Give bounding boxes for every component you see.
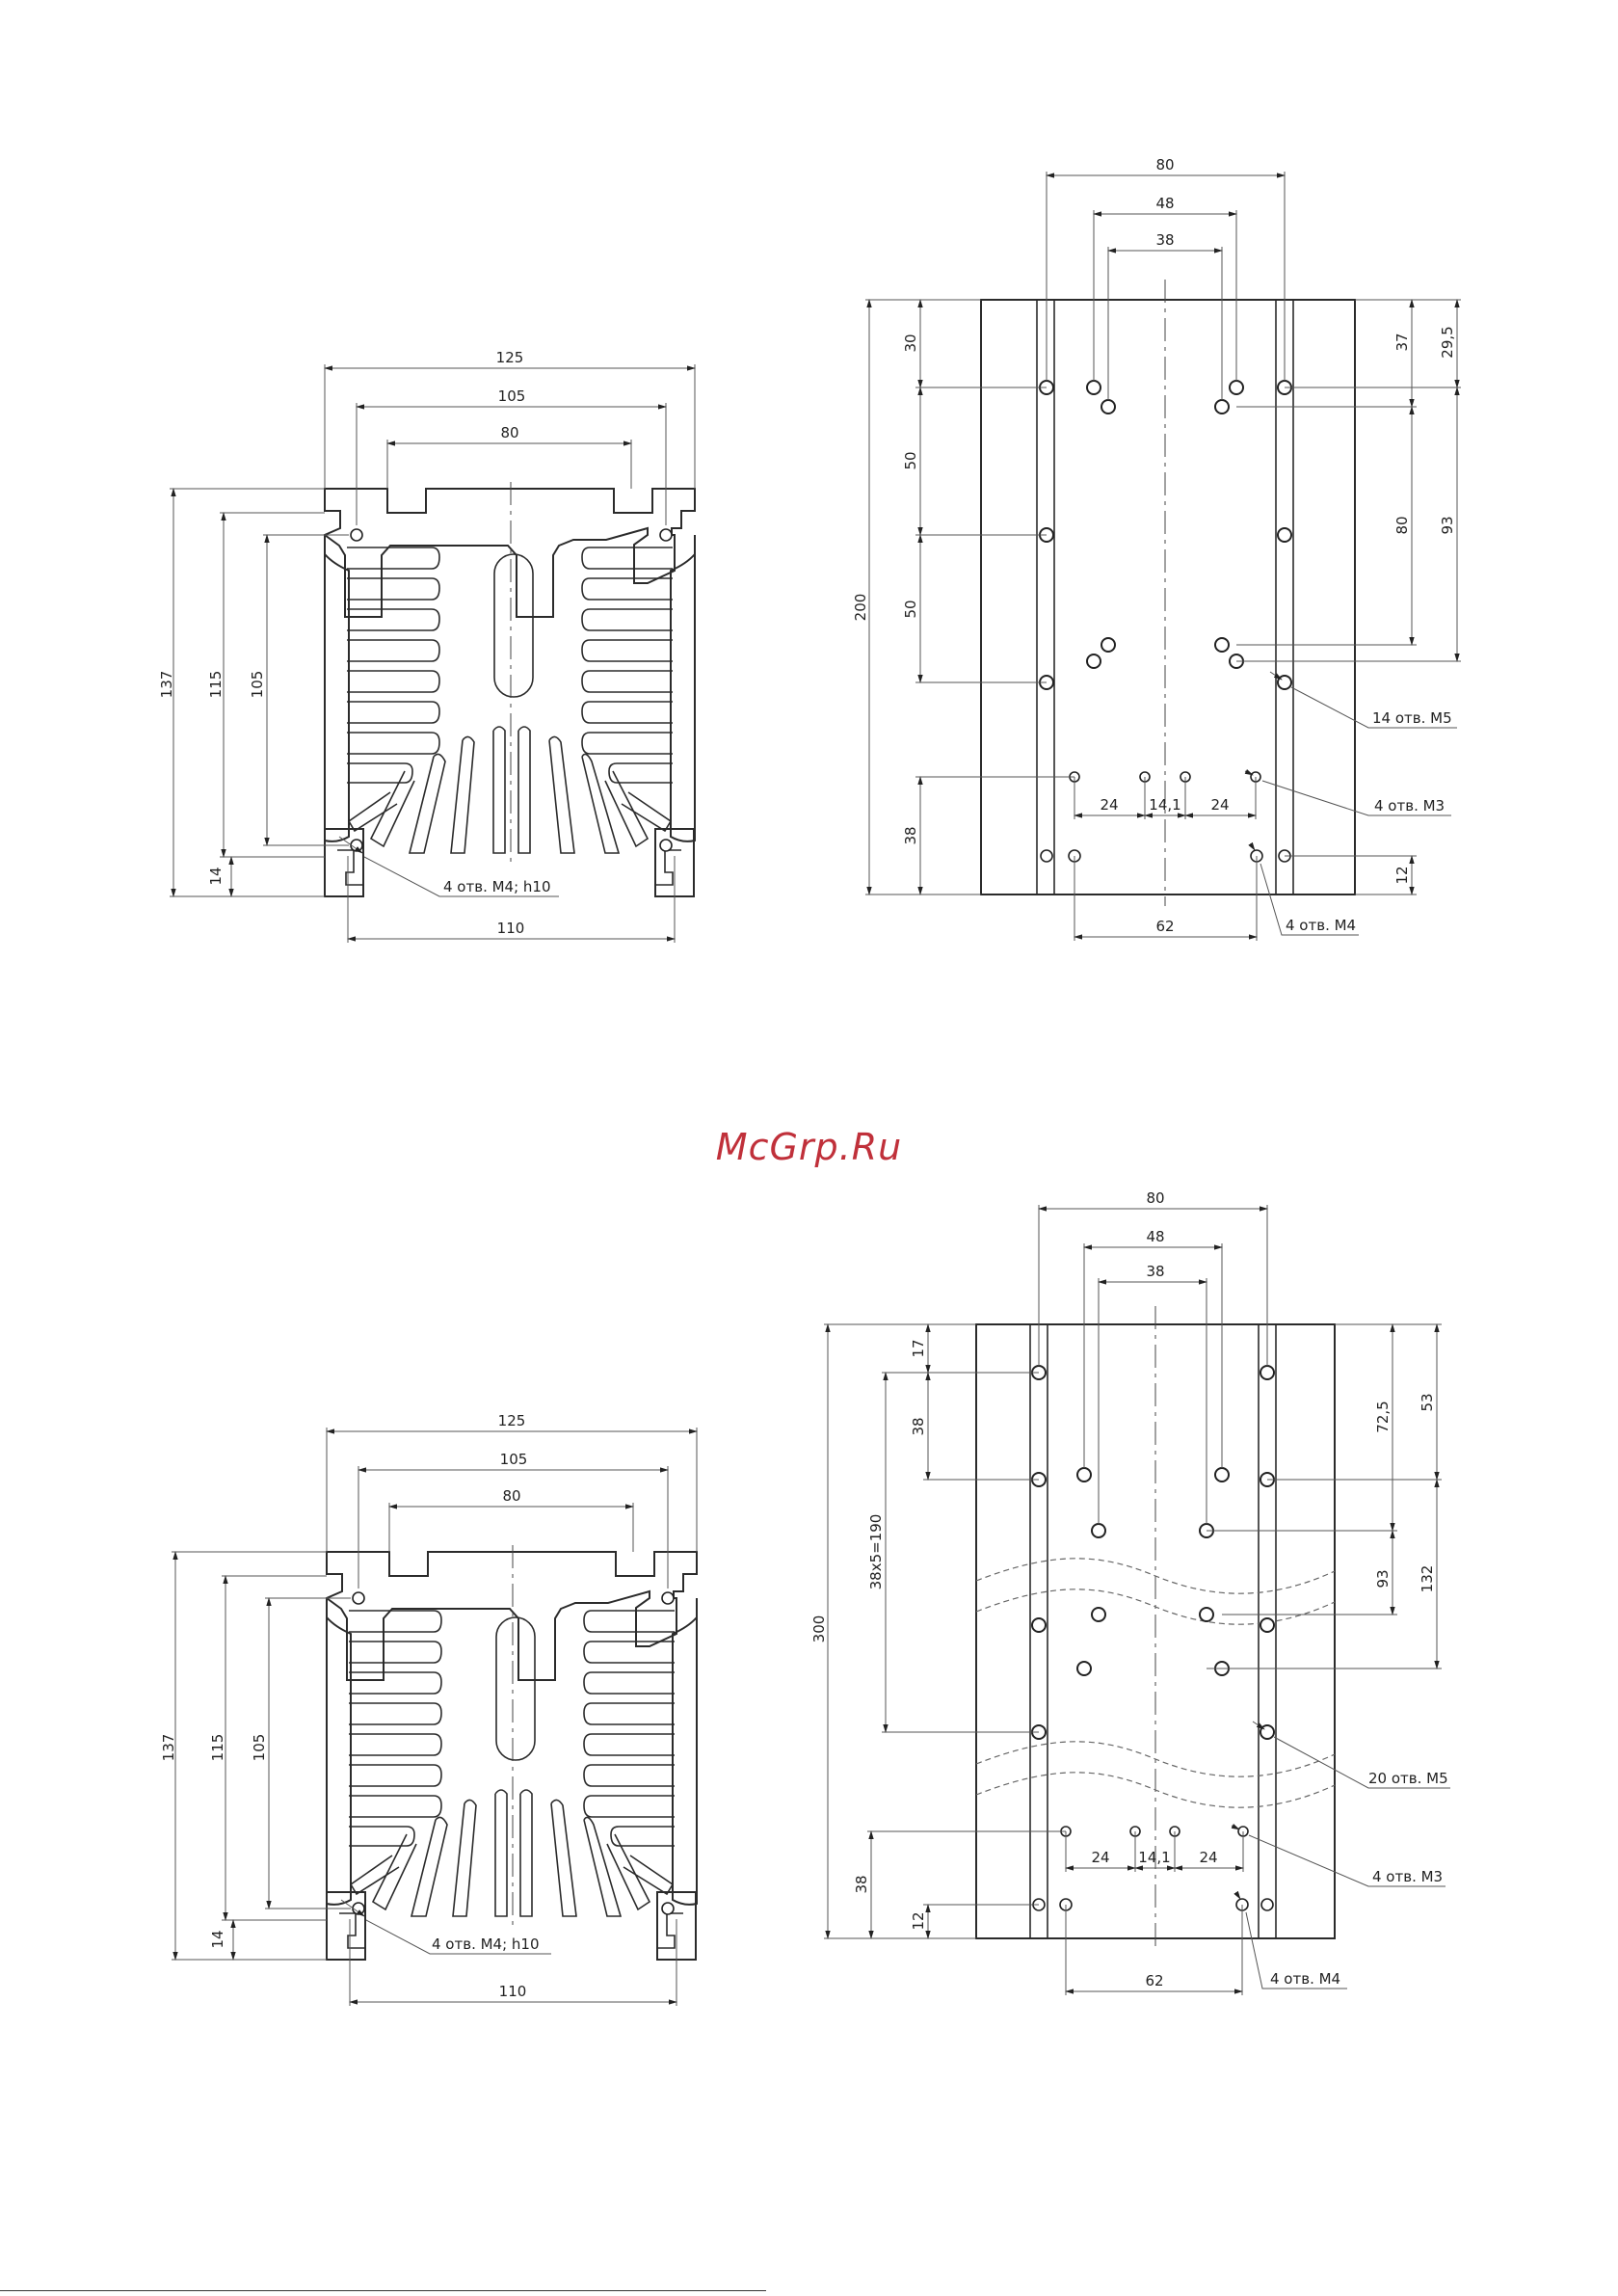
- m4-label: 4 отв. М4: [1286, 917, 1356, 934]
- dim-24: 24: [1100, 796, 1118, 814]
- dim-110: 110: [499, 1983, 527, 2000]
- m4-h10-label: 4 отв. М4; h10: [443, 878, 551, 895]
- dim-93: 93: [1439, 516, 1456, 534]
- m4-hole: [660, 840, 672, 851]
- dim-80: 80: [1155, 156, 1174, 174]
- dim-80: 80: [1146, 1189, 1164, 1207]
- m3-label: 4 отв. М3: [1372, 1868, 1443, 1885]
- dim-14: 14: [207, 867, 225, 885]
- plan-view-2: 80 48 38 300 17 38 38x5=190 38 12: [810, 1189, 1450, 1995]
- dim-29-5: 29,5: [1439, 326, 1456, 358]
- dim-38x5-190: 38x5=190: [867, 1514, 885, 1590]
- dim-12: 12: [910, 1911, 927, 1930]
- dim-80-v: 80: [1393, 516, 1411, 534]
- top-hole: [351, 529, 362, 541]
- dim-137: 137: [160, 1734, 177, 1762]
- dim-105-v: 105: [249, 671, 266, 699]
- heatsink-profile-outline: [327, 1552, 697, 1680]
- dim-50: 50: [902, 600, 919, 618]
- dim-105-v: 105: [251, 1734, 268, 1762]
- dim-24: 24: [1199, 1849, 1217, 1866]
- right-fins: [582, 547, 673, 783]
- dim-30: 30: [902, 334, 919, 352]
- dim-38: 38: [902, 826, 919, 844]
- dim-14-1: 14,1: [1149, 796, 1180, 814]
- dim-200: 200: [852, 594, 869, 622]
- m5-label: 20 отв. М5: [1368, 1770, 1448, 1787]
- plan-view-1: 80 48 38 200 30 50 50 38: [852, 156, 1461, 941]
- dim-62: 62: [1155, 918, 1174, 935]
- left-fins: [347, 547, 439, 783]
- dim-24: 24: [1210, 796, 1229, 814]
- dim-137: 137: [158, 671, 175, 699]
- m5-holes: [1032, 1366, 1274, 1739]
- dim-93: 93: [1374, 1569, 1392, 1588]
- dim-38: 38: [853, 1875, 870, 1893]
- dim-132: 132: [1419, 1565, 1436, 1593]
- dim-50: 50: [902, 451, 919, 469]
- dim-105: 105: [498, 387, 526, 405]
- m3-label: 4 отв. М3: [1374, 797, 1445, 814]
- dim-37: 37: [1393, 333, 1411, 351]
- center-slot: [494, 554, 533, 697]
- dim-115: 115: [209, 1734, 226, 1762]
- dim-38: 38: [1146, 1263, 1164, 1280]
- dim-48: 48: [1146, 1228, 1164, 1245]
- dim-72-5: 72,5: [1374, 1401, 1392, 1432]
- dim-80: 80: [502, 1487, 520, 1505]
- dim-14-1: 14,1: [1138, 1849, 1170, 1866]
- profile-view-1: 125 105 80 137 115 105 14 110 4 отв. М4;…: [158, 349, 695, 943]
- dim-125: 125: [498, 1412, 526, 1429]
- bottom-fins: [349, 727, 671, 853]
- m5-label: 14 отв. М5: [1372, 709, 1452, 727]
- dim-62: 62: [1145, 1972, 1163, 1989]
- profile-view-2: 125 105 80 137 115 105 14 110 4 отв. М4;…: [160, 1412, 697, 2006]
- heatsink-profile-outline: [325, 489, 695, 617]
- dim-38: 38: [910, 1417, 927, 1435]
- m4-label: 4 отв. М4: [1270, 1970, 1340, 1988]
- dim-115: 115: [207, 671, 225, 699]
- dim-125: 125: [496, 349, 524, 366]
- dim-14: 14: [209, 1930, 226, 1948]
- dim-80: 80: [500, 424, 518, 441]
- dim-24: 24: [1091, 1849, 1109, 1866]
- dim-110: 110: [497, 920, 525, 937]
- dim-12: 12: [1393, 866, 1411, 884]
- m4-h10-label: 4 отв. М4; h10: [432, 1936, 540, 1953]
- dim-53: 53: [1419, 1393, 1436, 1411]
- top-hole: [660, 529, 672, 541]
- dim-17: 17: [910, 1339, 927, 1357]
- dim-300: 300: [810, 1615, 828, 1643]
- dim-38: 38: [1155, 231, 1174, 249]
- dim-48: 48: [1155, 195, 1174, 212]
- dim-105: 105: [500, 1451, 528, 1468]
